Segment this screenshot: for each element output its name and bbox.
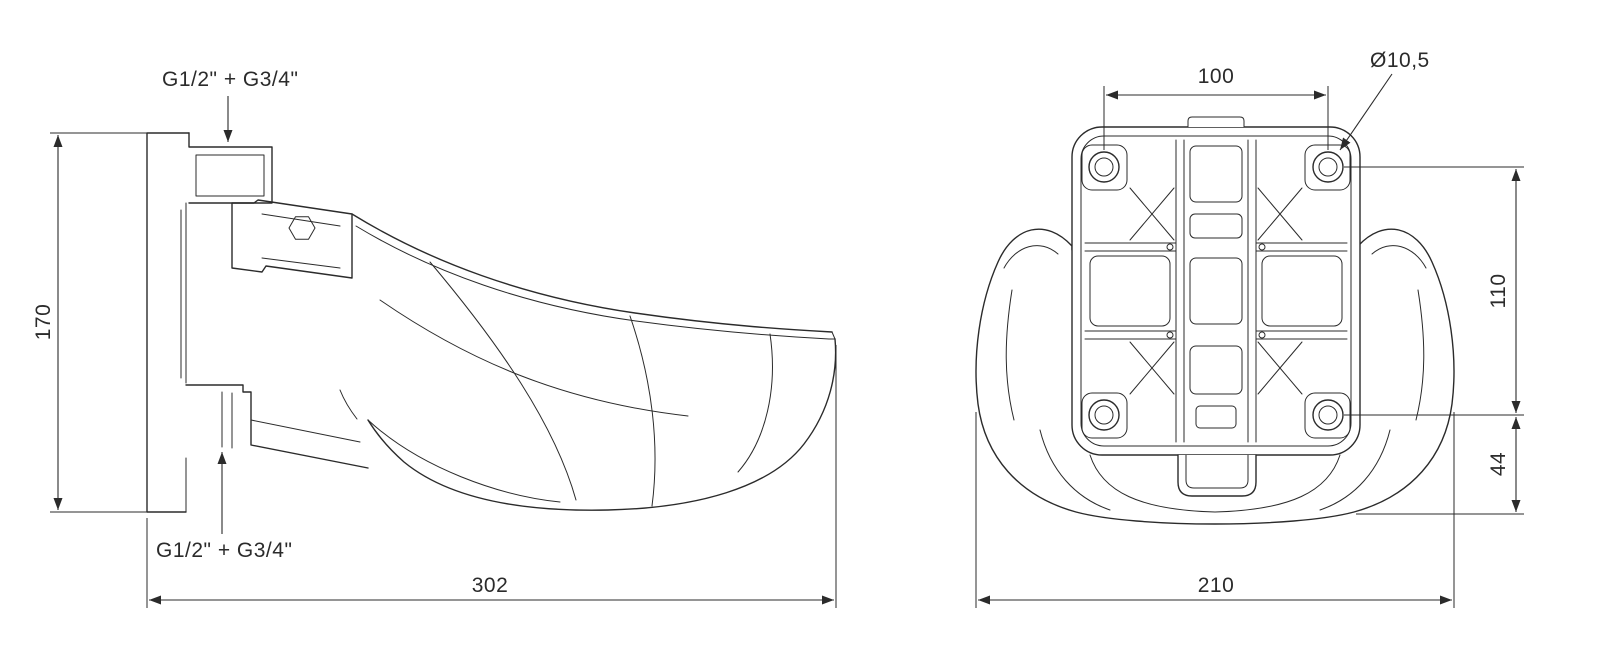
inlet-housing-inner <box>195 154 265 197</box>
bowl-rim-inner <box>355 225 830 340</box>
screw-mark-4 <box>1258 331 1266 339</box>
hex-bolt <box>288 216 316 240</box>
center-box-top <box>1189 145 1243 203</box>
mid-frame-right <box>1261 255 1343 327</box>
screw-mark-1 <box>1166 243 1174 251</box>
bowl-bracket-ribs <box>261 213 341 269</box>
thread-label-bottom: G1/2" + G3/4" <box>156 539 292 562</box>
mounting-hole-bottom-right-outer <box>1312 399 1344 431</box>
thread-label-top: G1/2" + G3/4" <box>162 68 298 91</box>
bottom-valve-inner <box>1185 454 1249 489</box>
dim-110-label: 110 <box>1487 274 1510 309</box>
bowl-body-outline <box>367 338 837 511</box>
rear-bowl-inner-curves <box>1003 245 1427 513</box>
dim-110-extension-lines <box>1344 166 1524 416</box>
screw-mark-2 <box>1258 243 1266 251</box>
dim-302-label: 302 <box>472 574 509 597</box>
side-view-dimensions: 170 302 G1/2" + G3/4" G1/2" + G3/4" <box>32 68 837 608</box>
mounting-hole-top-left-inner <box>1094 157 1114 177</box>
wall-plate-right-edge <box>180 202 187 513</box>
bowl-form-line-2 <box>429 261 577 501</box>
rear-view-dimensions: 100 Ø10,5 110 44 210 <box>975 49 1524 608</box>
center-box-mid <box>1189 257 1243 325</box>
mounting-hole-top-left-outer <box>1088 151 1120 183</box>
bowl-bracket <box>231 199 353 279</box>
inlet-housing-top <box>188 132 273 204</box>
dim-100-extension-lines <box>1103 86 1329 150</box>
side-view <box>146 132 837 513</box>
wall-plate-outline <box>146 132 190 513</box>
center-box-lower-small <box>1195 405 1237 429</box>
mounting-hole-top-right-outer <box>1312 151 1344 183</box>
rear-view <box>975 116 1455 525</box>
corner-braces <box>1129 187 1303 395</box>
dim-302-extension-lines <box>146 345 837 608</box>
dim-hole-diameter-label: Ø10,5 <box>1370 49 1430 72</box>
dim-210-extension-lines <box>975 412 1455 608</box>
mounting-hole-bottom-left-outer <box>1088 399 1120 431</box>
mounting-hole-bottom-right-inner <box>1318 405 1338 425</box>
mid-frame-left <box>1089 255 1171 327</box>
bowl-form-line-3 <box>629 315 656 507</box>
bowl-form-line-4 <box>737 333 773 473</box>
bowl-rim-outer <box>351 213 833 333</box>
center-box-bottom <box>1189 345 1243 395</box>
plate-rib-horizontals <box>1084 242 1348 340</box>
spout-outline <box>185 384 369 469</box>
mounting-hole-bottom-left-inner <box>1094 405 1114 425</box>
plate-rib-verticals <box>1175 139 1257 443</box>
bowl-rim-tip <box>828 331 836 340</box>
bowl-form-line-6 <box>339 389 358 420</box>
spout-inner-lines <box>221 391 361 449</box>
center-box-small <box>1189 213 1243 239</box>
dim-210-label: 210 <box>1198 574 1235 597</box>
hole-pad-bottom-left <box>1081 392 1128 439</box>
dim-hole-diameter-leader <box>1339 73 1393 151</box>
mounting-hole-top-right-inner <box>1318 157 1338 177</box>
rear-bowl-silhouette <box>975 228 1455 525</box>
dim-44-label: 44 <box>1487 452 1510 476</box>
screw-mark-3 <box>1166 331 1174 339</box>
bowl-form-line-5 <box>367 419 561 503</box>
mounting-plate-inner <box>1080 135 1352 447</box>
plate-top-tab <box>1187 116 1245 128</box>
dim-170-extension-lines <box>50 132 147 513</box>
dim-170-label: 170 <box>32 304 55 341</box>
bowl-form-line-1 <box>379 299 689 417</box>
dim-100-label: 100 <box>1198 65 1235 88</box>
bottom-valve-cover <box>1177 454 1257 497</box>
